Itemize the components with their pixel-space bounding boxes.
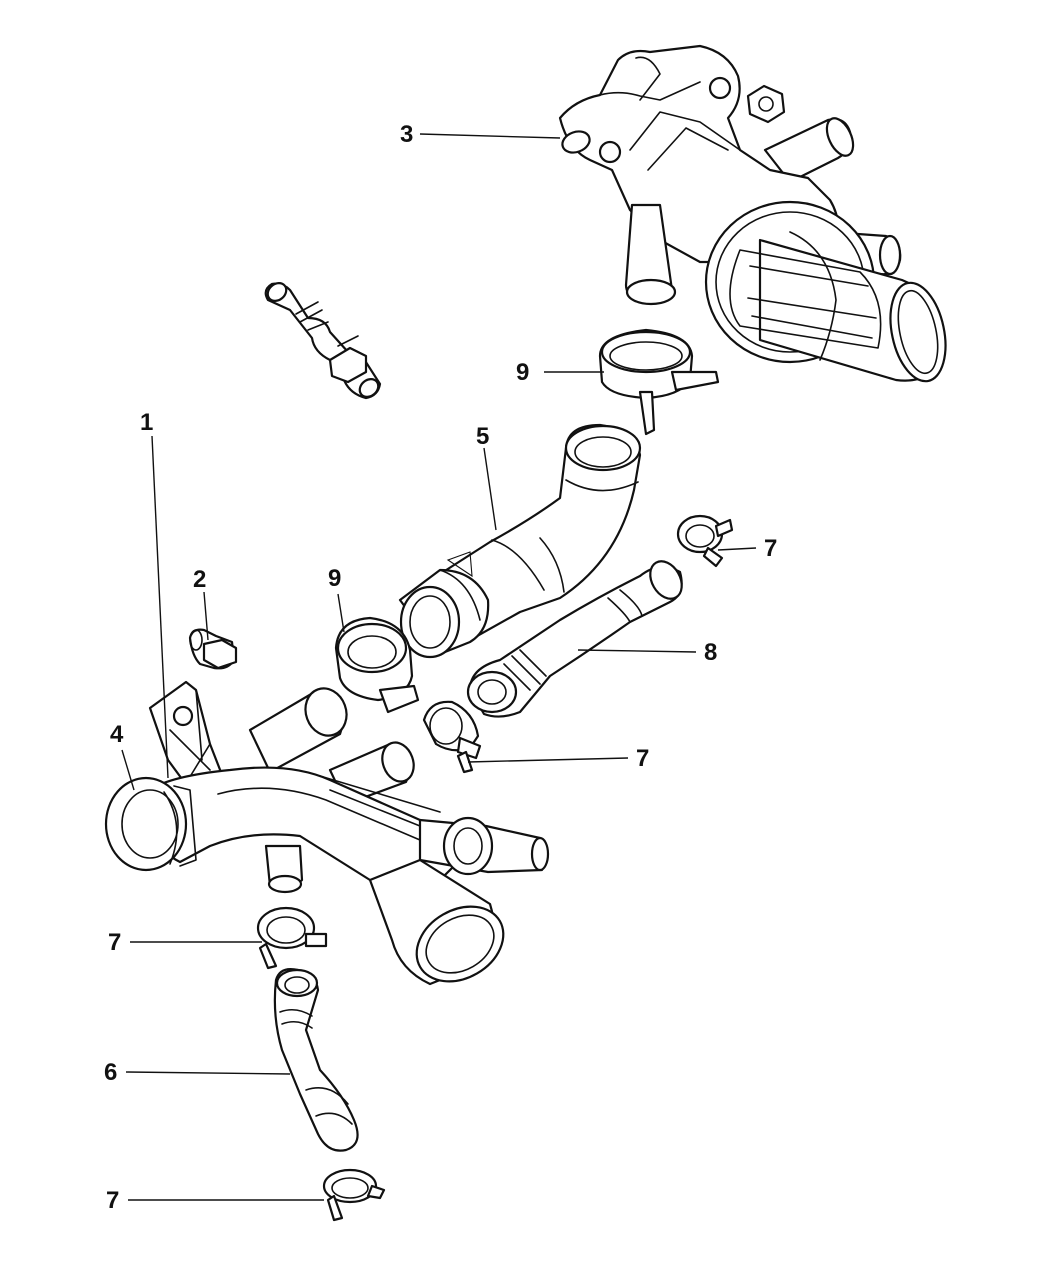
- heater-hose: [273, 968, 359, 1152]
- callout-9a: 9: [516, 359, 529, 386]
- leader-9b: [337, 593, 345, 633]
- bypass-hose: [466, 560, 683, 718]
- callout-5: 5: [476, 423, 489, 450]
- leader-lines: [121, 133, 757, 1201]
- callout-labels: 1 2 3 4 5 6 7 7 7 7 8 9 9: [104, 121, 777, 1214]
- callout-7a: 7: [764, 535, 777, 562]
- leader-1: [151, 435, 169, 779]
- leader-4: [121, 749, 135, 791]
- callout-8: 8: [704, 639, 717, 666]
- callout-1: 1: [140, 409, 153, 436]
- leader-7b: [467, 757, 629, 763]
- hose-clamp-lower: [334, 616, 420, 714]
- callout-4: 4: [110, 721, 124, 748]
- callout-9b: 9: [328, 565, 341, 592]
- housing-nut: [746, 84, 786, 124]
- hose-clamp-upper: [598, 328, 720, 436]
- callout-7d: 7: [106, 1187, 119, 1214]
- callout-2: 2: [193, 566, 206, 593]
- leader-6: [125, 1071, 291, 1075]
- callout-7b: 7: [636, 745, 649, 772]
- spring-clamp-lower-left: [256, 906, 328, 970]
- coolant-temp-sensor: [264, 282, 382, 400]
- spring-clamp-bottom: [322, 1168, 386, 1222]
- callout-3: 3: [400, 121, 413, 148]
- spring-clamp-middle: [422, 700, 482, 774]
- leader-5: [483, 447, 497, 531]
- leader-3: [419, 133, 561, 139]
- callout-7c: 7: [108, 929, 121, 956]
- water-outlet-manifold: [104, 680, 550, 986]
- bolt: [188, 628, 238, 670]
- callout-6: 6: [104, 1059, 117, 1086]
- thermostat-housing: [558, 44, 947, 383]
- spring-clamp-right: [676, 514, 734, 568]
- leader-7a: [717, 547, 757, 551]
- leader-2: [203, 591, 209, 641]
- radiator-hose-upper: [398, 423, 642, 659]
- leader-8: [577, 649, 697, 653]
